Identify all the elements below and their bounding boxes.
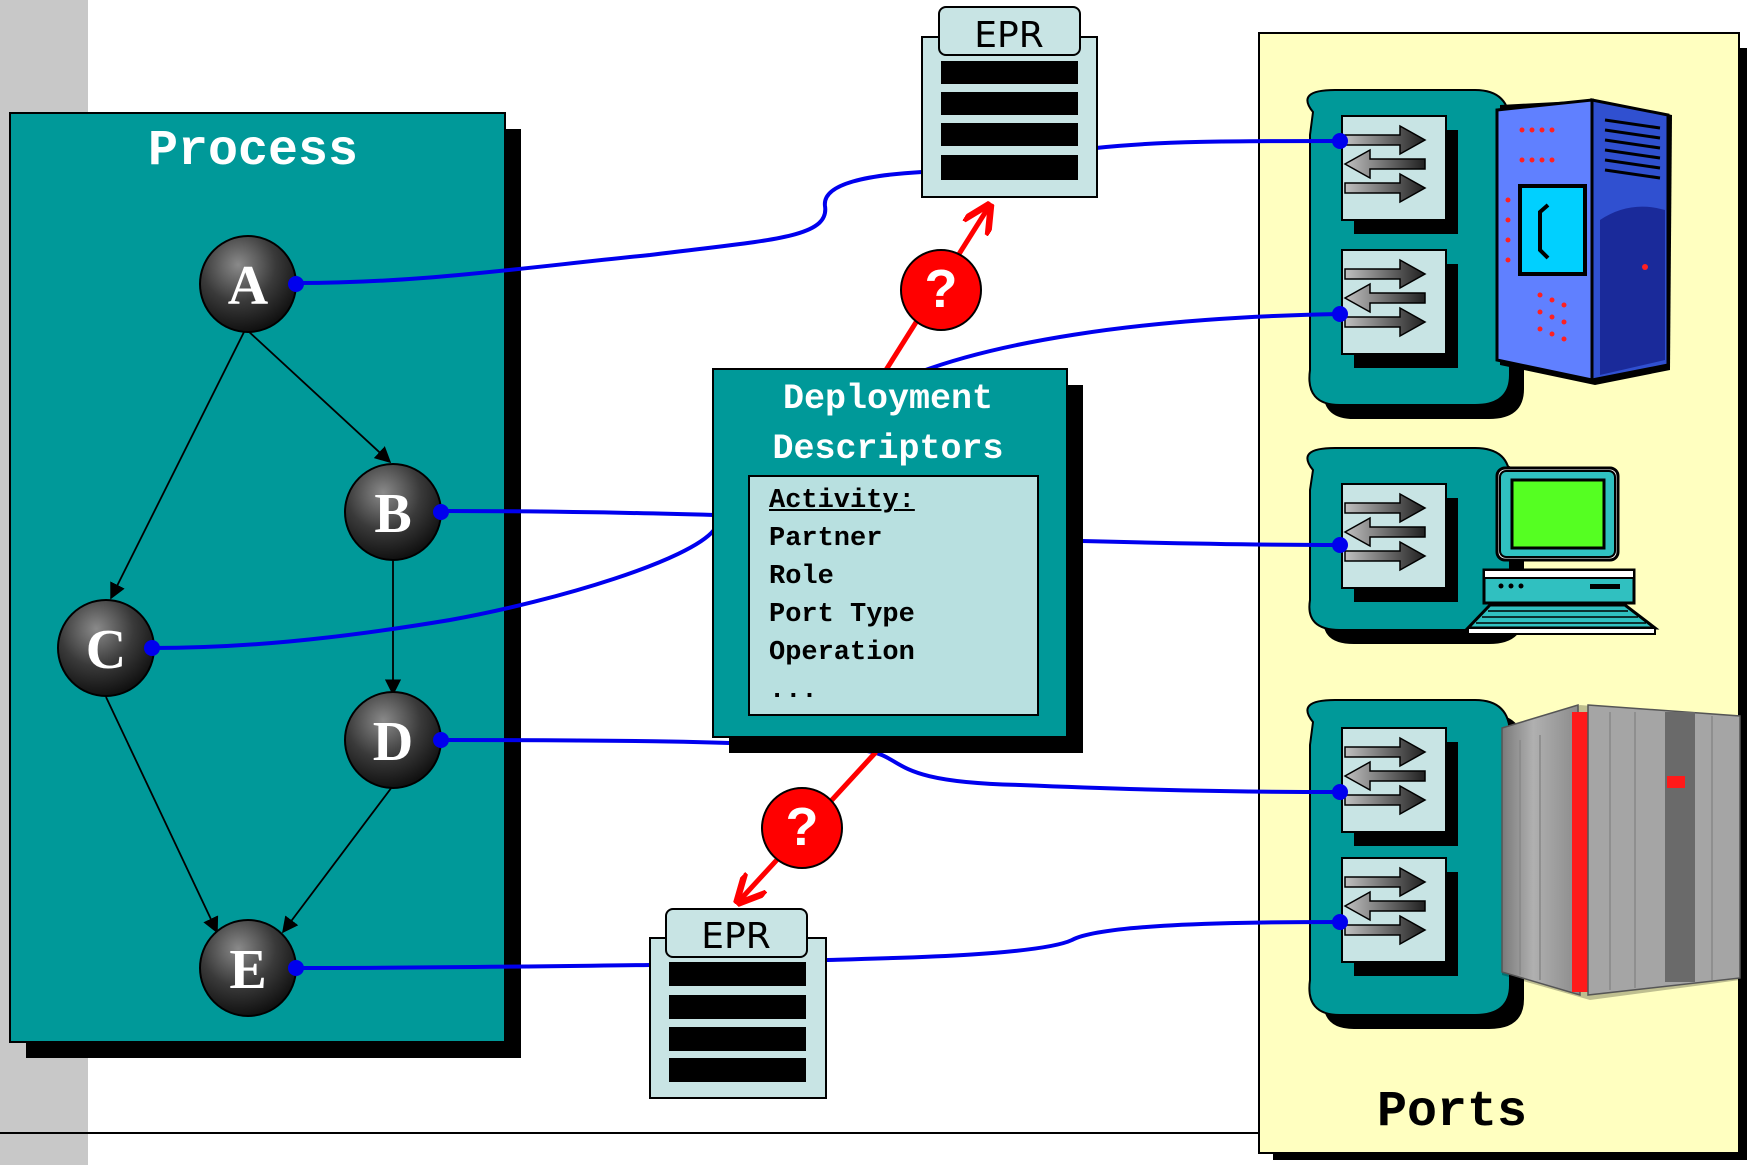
node-d-label: D (373, 711, 413, 773)
question-badge-bottom: ? (761, 787, 843, 869)
epr-bottom: EPR (649, 908, 827, 1099)
port-arrows-icon (1341, 249, 1458, 368)
port-arrows-icon (1341, 483, 1458, 602)
epr-bottom-label: EPR (701, 916, 770, 957)
node-c: C (57, 599, 160, 697)
link-e-epr-bottom (297, 963, 651, 970)
descriptor-item-more: ... (769, 676, 818, 706)
descriptor-fields: Activity: Partner Role Port Type Operati… (749, 485, 1038, 714)
link-deployment-port-2 (919, 312, 1341, 374)
desktop-computer-icon (1464, 466, 1660, 635)
descriptor-item-role: Role (769, 562, 834, 592)
node-b-label: B (374, 483, 411, 545)
node-d: D (344, 691, 449, 789)
deployment-descriptors: Deployment Descriptors (712, 368, 1083, 753)
node-c-label: C (86, 619, 126, 681)
descriptor-header: Activity: (769, 486, 915, 516)
node-e-label: E (229, 939, 266, 1001)
process-title: Process (148, 123, 358, 180)
descriptor-item-partner: Partner (769, 524, 883, 554)
deployment-title-line2: Descriptors (772, 429, 1003, 469)
ports-title: Ports (1377, 1084, 1527, 1141)
descriptor-item-port-type: Port Type (769, 600, 915, 630)
port-arrows-icon (1341, 115, 1458, 234)
port-arrows-icon (1341, 857, 1458, 976)
node-b: B (344, 463, 449, 561)
link-a-epr-top (297, 170, 923, 285)
link-epr-top-port-1 (1095, 139, 1341, 150)
connection-lines (151, 139, 1341, 970)
svg-text:?: ? (925, 259, 958, 319)
epr-top-label: EPR (974, 15, 1043, 56)
link-d-port-4 (440, 738, 1341, 794)
epr-top: EPR (921, 6, 1098, 198)
svg-text:?: ? (786, 797, 819, 857)
node-a: A (199, 235, 304, 333)
connection-endpoints (1332, 133, 1348, 930)
deployment-title-line1: Deployment (783, 379, 993, 419)
footer-rule (0, 1132, 1265, 1134)
process-panel: Process (9, 112, 521, 1058)
port-arrows-icon (1341, 727, 1458, 846)
link-b-deployment (440, 509, 715, 517)
link-epr-bottom-port-5 (825, 920, 1341, 962)
node-e: E (199, 919, 304, 1017)
server-icon (1495, 98, 1672, 385)
link-deployment-c (151, 528, 716, 650)
descriptor-item-operation: Operation (769, 638, 915, 668)
mainframe-icon (1501, 703, 1741, 1000)
question-arrows: ? ? (740, 208, 988, 900)
process-edges (105, 329, 402, 934)
link-deployment-port-3 (1081, 539, 1341, 547)
question-badge-top: ? (900, 249, 982, 331)
node-a-label: A (228, 255, 269, 317)
